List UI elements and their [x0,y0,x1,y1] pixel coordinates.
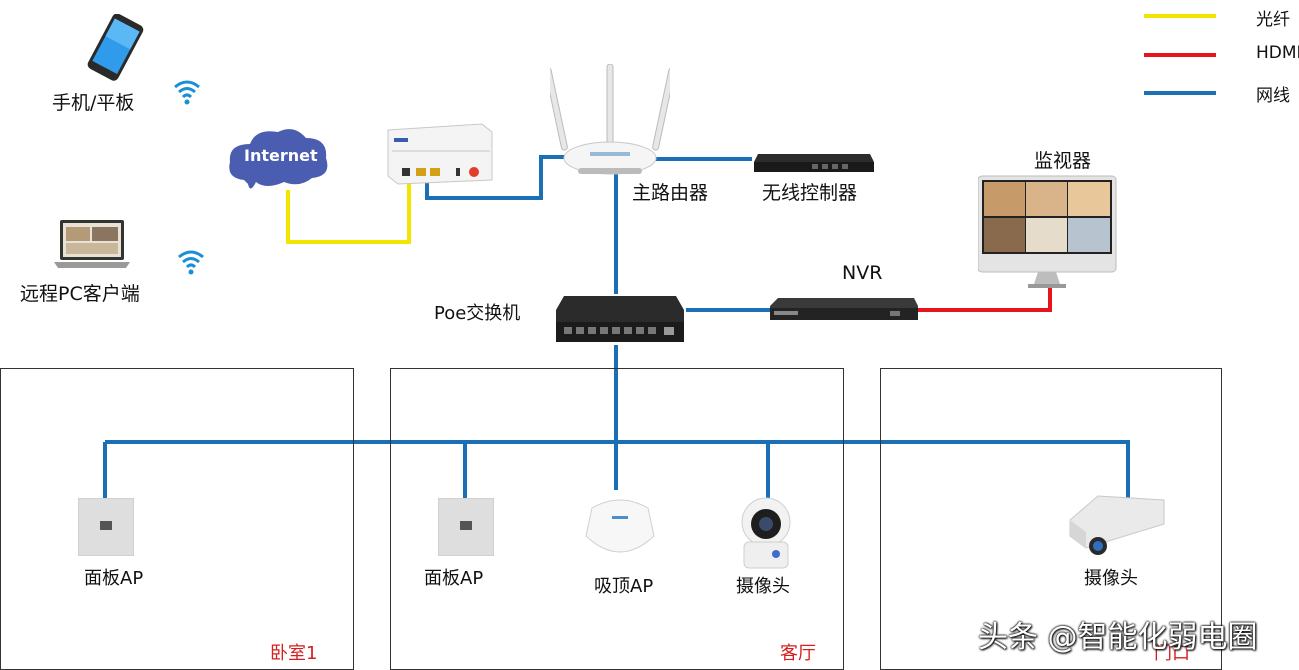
optical-modem-icon [387,123,493,185]
legend-fiber-label: 光纤 [1256,10,1290,30]
bullet-camera-icon [1069,495,1165,555]
wireless-router-icon [550,64,670,175]
ceiling-ap-label: 吸顶AP [594,576,654,597]
laptop-icon [54,220,130,268]
ac-controller-label: 无线控制器 [762,182,858,204]
main-router-label: 主路由器 [632,182,709,204]
fiber-cable [286,178,411,244]
camera-icon [741,497,791,569]
internet-label: Internet [244,146,318,165]
poe-switch-icon [556,296,684,342]
legend-fiber-line [1144,14,1216,18]
legend-hdmi-line [1144,53,1216,57]
wifi-icon [178,250,204,275]
panel-ap-icon [78,498,134,556]
room-bedroom1 [0,368,354,670]
panel-ap-icon [438,498,494,556]
room-entrance-label: 门口 [1154,643,1190,664]
living-panel-ap-label: 面板AP [424,568,484,589]
room-bedroom1-label: 卧室1 [270,643,318,664]
legend-hdmi-label: HDMI [1256,43,1299,63]
living-camera-label: 摄像头 [736,576,790,597]
ethernet-cables [103,155,1130,500]
entrance-camera-label: 摄像头 [1084,568,1138,589]
phone-icon [87,14,144,81]
watermark: 头条 @智能化弱电圈 [978,620,1258,655]
remote-pc-label: 远程PC客户端 [20,283,140,305]
ceiling-ap-icon [585,499,655,553]
monitor-label: 监视器 [1034,150,1092,172]
legend-ethernet-line [1144,91,1216,95]
poe-switch-label: Poe交换机 [434,303,521,324]
wireless-controller-icon [754,154,874,172]
monitor-icon [978,175,1117,288]
phone-label: 手机/平板 [52,92,135,114]
hdmi-cable [916,283,1052,312]
internet-cloud-icon [229,129,328,189]
room-living-room-label: 客厅 [780,643,816,664]
nvr-label: NVR [842,262,883,284]
wifi-icon [174,80,200,105]
nvr-icon [770,298,918,320]
bedroom-panel-ap-label: 面板AP [84,568,144,589]
legend-ethernet-label: 网线 [1256,86,1290,106]
